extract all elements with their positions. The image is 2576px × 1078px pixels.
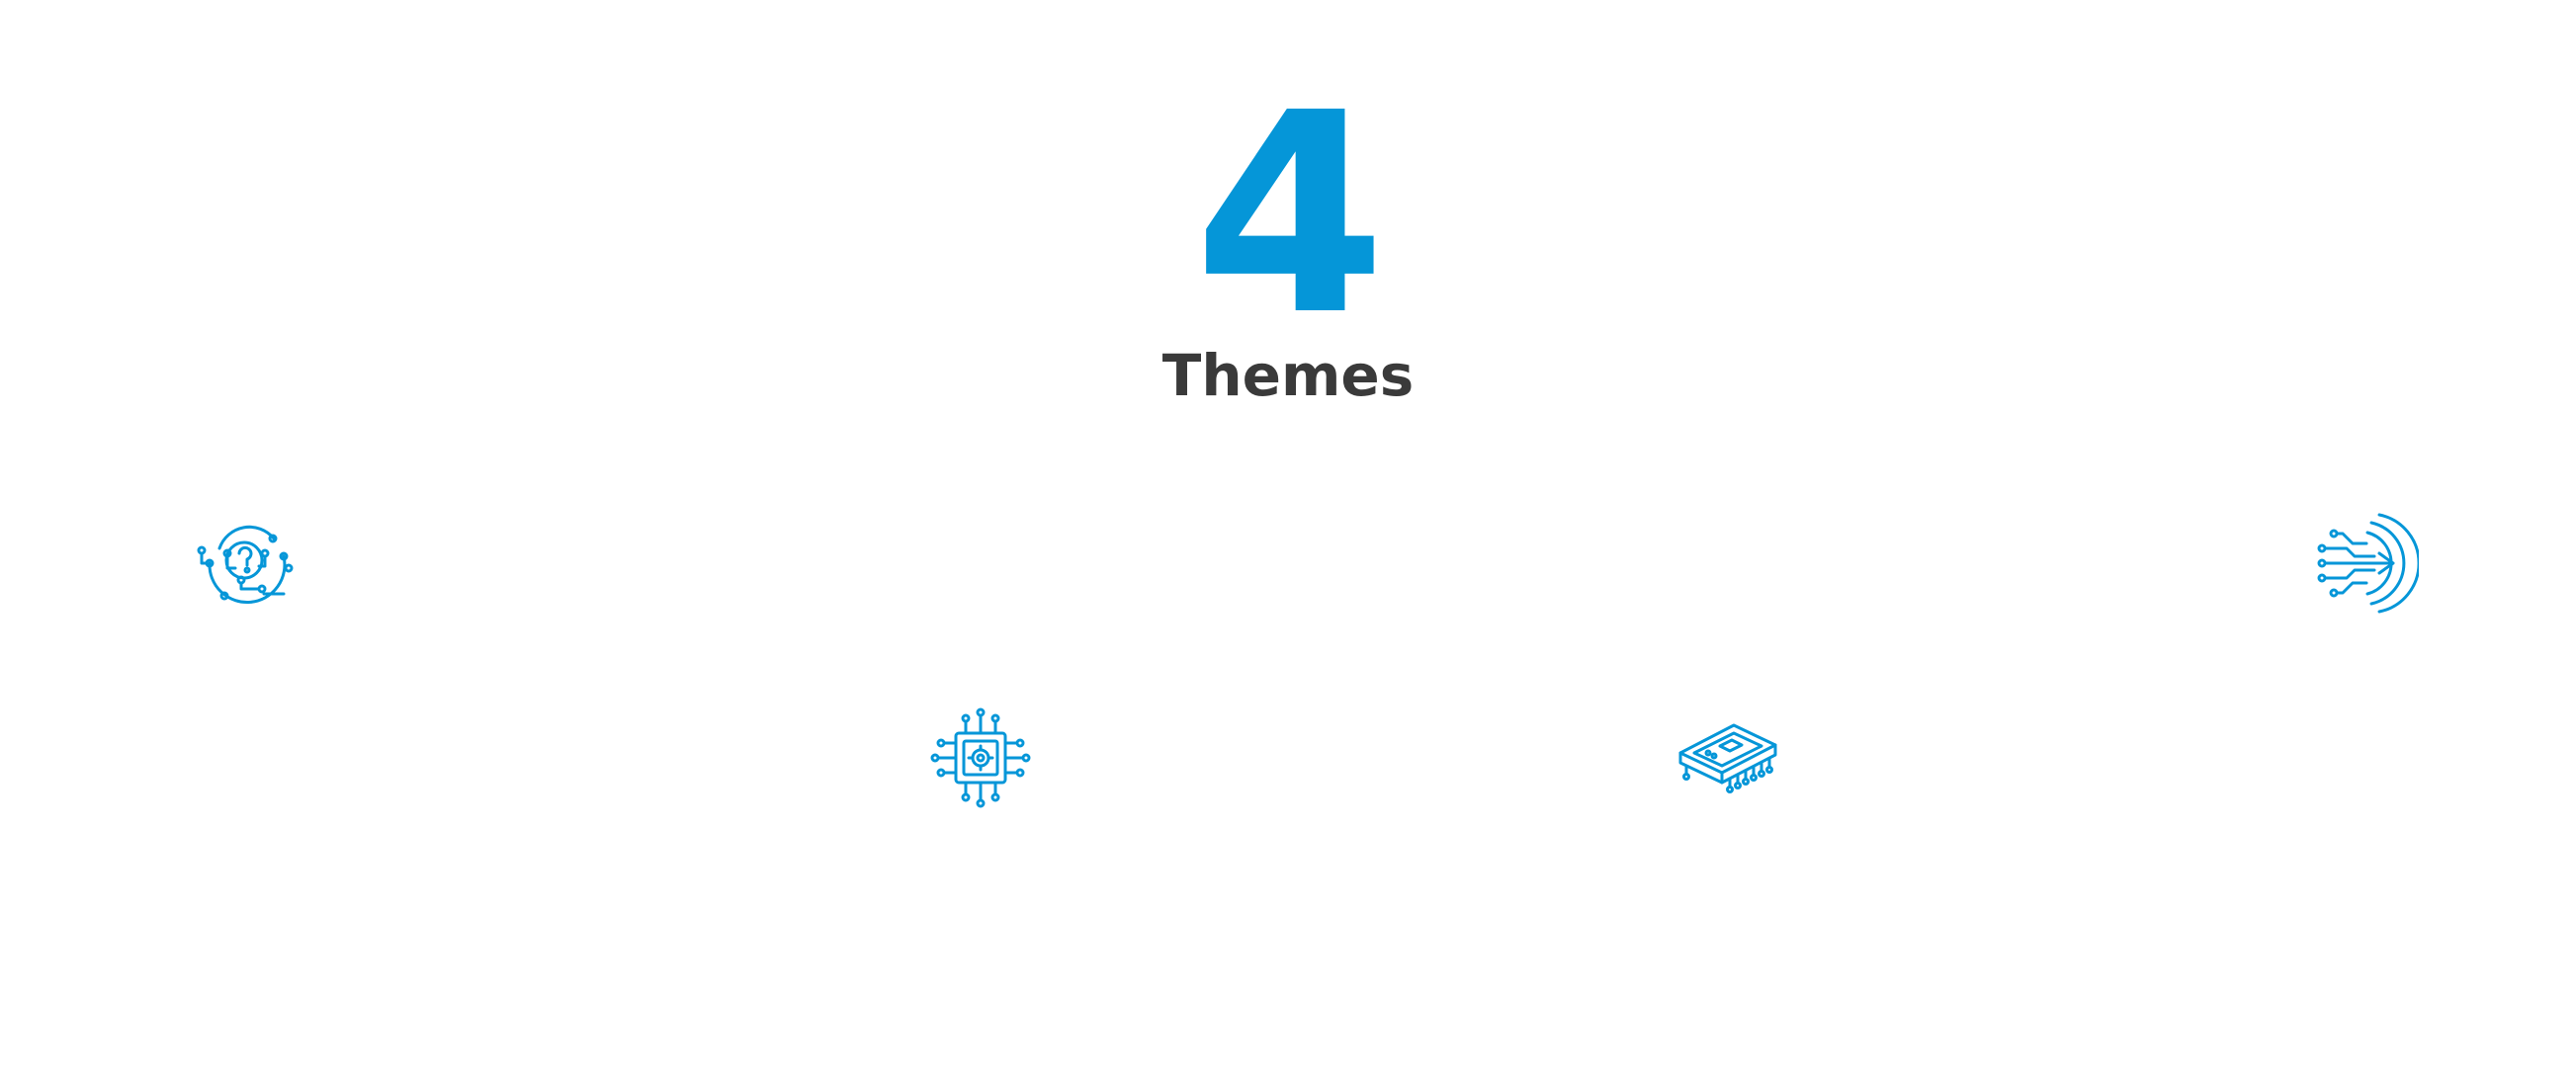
themes-count: 4	[1193, 54, 1387, 376]
chip-gear-icon[interactable]	[926, 704, 1035, 812]
microchip-icon[interactable]	[1673, 704, 1781, 812]
themes-label: Themes	[1161, 342, 1415, 409]
circuit-arrow-icon[interactable]	[2310, 509, 2419, 618]
circuit-head-icon[interactable]	[190, 509, 299, 618]
